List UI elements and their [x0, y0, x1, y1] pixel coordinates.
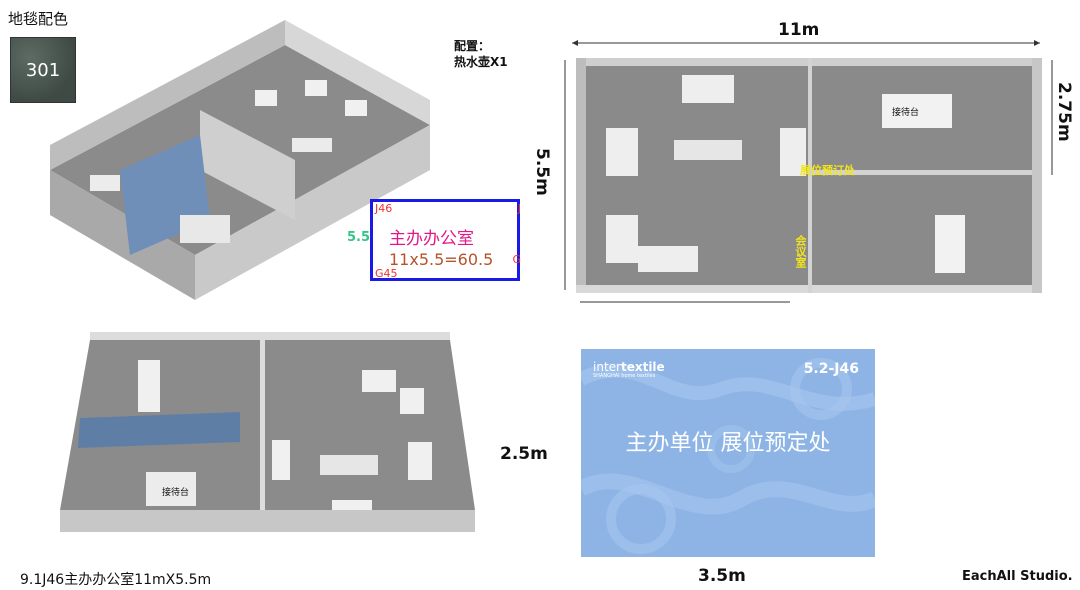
- corner-label-br: G: [512, 253, 521, 266]
- corner-label-bl: G45: [375, 267, 398, 280]
- depth-dimension: 5.5m: [532, 148, 552, 196]
- reception-desk-label: 接待台: [892, 108, 920, 118]
- top-view-drawing: [564, 40, 1053, 303]
- brand-subtitle: SHANGHAI home textiles: [593, 373, 656, 379]
- banner-title: 主办单位 展位预定处: [625, 431, 831, 456]
- corner-label-tl: J46: [375, 202, 393, 215]
- config-item: 热水壶X1: [454, 55, 508, 69]
- booth-name: 主办办公室: [389, 229, 474, 249]
- banner-pattern: [581, 358, 875, 554]
- banner-width: 3.5m: [698, 566, 746, 586]
- brand-suffix: textile: [620, 360, 665, 374]
- booth-banner: intertextile SHANGHAI home textiles 5.2-…: [581, 349, 875, 557]
- booth-number: 5.2-J46: [803, 361, 859, 377]
- meeting-room-label: 会议室: [794, 235, 807, 268]
- config-label: 配置：: [454, 39, 491, 53]
- room-depth-dimension: 2.75m: [1054, 82, 1074, 142]
- carpet-code: 301: [25, 60, 61, 81]
- studio-credit: EachAll Studio.: [962, 569, 1073, 584]
- side-dimension: 5.5: [347, 230, 371, 245]
- brand-logo: intertextile SHANGHAI home textiles: [593, 361, 665, 380]
- plan-label: 5.5 J46 J 主办办公室 11x5.5=60.5 G G45: [347, 199, 521, 281]
- caption: 9.1J46主办办公室11mX5.5m: [20, 572, 212, 588]
- corner-label-tr: J: [517, 202, 521, 215]
- iso-view-1: [50, 20, 430, 300]
- carpet-swatch: 301: [10, 37, 76, 103]
- brand-prefix: inter: [593, 360, 621, 374]
- top-view-plan: 11m 5.5m 2.75m 接待台 展位预订处 会议室: [532, 20, 1074, 310]
- width-dimension: 11m: [778, 20, 820, 40]
- banner-height: 2.5m: [500, 444, 548, 464]
- booth-booking-label: 展位预订处: [800, 164, 855, 177]
- config-note: 配置： 热水壶X1: [454, 38, 508, 70]
- booth-area: 11x5.5=60.5: [389, 250, 494, 269]
- iso-view-2: [60, 332, 475, 532]
- iso2-reception-desk-label: 接待台: [162, 488, 190, 498]
- carpet-color-title: 地毯配色: [8, 10, 69, 28]
